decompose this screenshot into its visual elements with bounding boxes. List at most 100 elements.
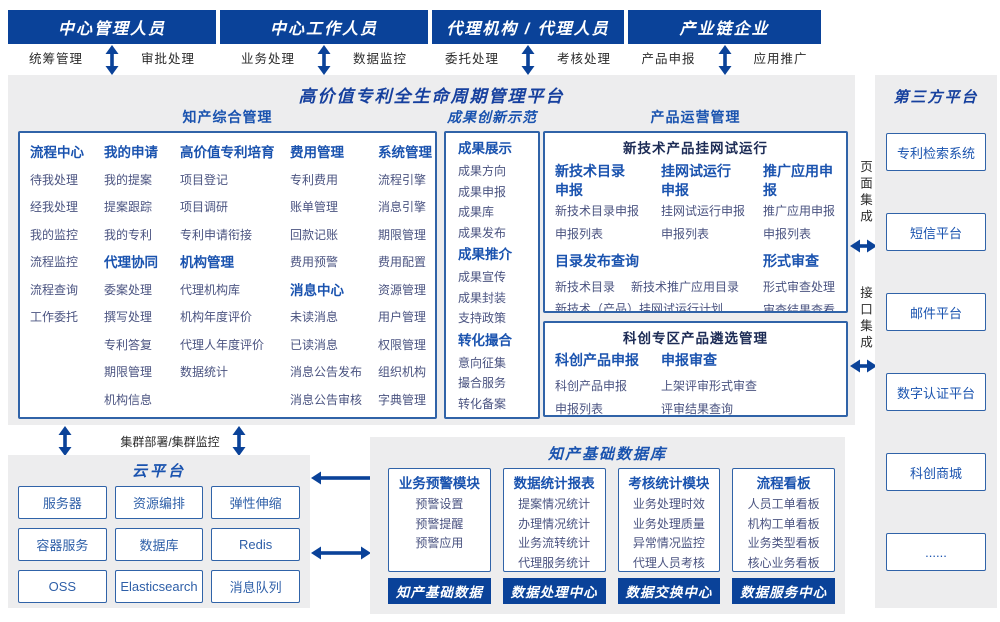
actor-role-left: 统筹管理 [28,52,83,66]
menu-item: 组织机构 [378,365,427,379]
menu-group-title: 费用管理 [290,145,344,160]
section-title: 知产综合管理 [182,109,273,125]
menu-group-title: 高价值专利培育 [180,145,275,160]
menu-item: 形式审查处理 [763,280,836,294]
data-center-bar: 数据服务中心 [732,578,835,604]
menu-item: 专利申请衔接 [180,227,253,242]
menu-item: 成果宣传 [458,270,507,284]
module-item-list: 业务处理时效业务处理质量异常情况监控代理人员考核 [619,495,720,571]
vertical-double-arrow-icon [317,45,331,75]
cloud-service-box: OSS [18,570,107,603]
menu-column: 挂网试运行 申报 挂网试运行申报申报列表 [661,162,763,246]
cloud-service-box: 消息队列 [211,570,300,603]
cloud-service-box: 资源编排 [114,486,204,519]
menu-item: 用户管理 [378,310,427,324]
menu-item-list: 我的提案提案跟踪我的专利 [104,167,180,250]
subsection-title: 新技术产品挂网试运行 [623,141,768,156]
module-title: 业务预警模块 [398,476,480,491]
module-title: 数据统计报表 [513,476,595,491]
menu-item: 专利答复 [104,337,153,352]
menu-column: 流程中心 待我处理经我处理我的监控流程监控流程查询工作委托 [30,139,104,414]
module-item-list: 预警设置预警提醒预警应用 [389,495,490,554]
menu-item: 机构信息 [104,392,153,407]
menu-item: 账单管理 [290,200,339,214]
module-item: 机构工单看板 [747,516,820,531]
menu-group-title: 流程中心 [30,145,84,160]
subsection-title: 科创专区产品遴选管理 [623,331,768,346]
module-item: 办理情况统计 [518,516,591,531]
vertical-double-arrow-icon [718,45,731,75]
menu-item: 成果申报 [458,184,507,199]
module-item: 预警提醒 [415,516,464,531]
actor-center-managers: 中心管理人员 统筹管理 审批处理 [8,10,216,75]
menu-item: 成果发布 [458,225,507,240]
menu-item-list: 代理机构库机构年度评价代理人年度评价数据统计 [180,277,290,387]
menu-item: 申报列表 [763,227,812,241]
actor-center-staff: 中心工作人员 业务处理 数据监控 [220,10,428,75]
menu-item-list: 形式审查处理审查结果查看 [763,276,836,313]
menu-item: 支持政策 [458,311,507,325]
database-module: 业务预警模块 预警设置预警提醒预警应用 知产基础数据 [388,468,491,604]
api-integration-label: 接口集成 [858,286,872,352]
menu-item: 消息公告审核 [290,392,363,407]
menu-item-list: 委案处理撰写处理专利答复期限管理机构信息 [104,277,180,415]
menu-column: 我的申请 我的提案提案跟踪我的专利 代理协同 委案处理撰写处理专利答复期限管理机… [104,139,180,414]
menu-group-title: 挂网试运行 申报 [661,163,731,198]
menu-item: 新技术推广应用目录 [631,280,740,294]
menu-item-list: 专利费用账单管理回款记账费用预警 [290,167,378,277]
menu-item-list: 挂网试运行申报申报列表 [661,200,763,246]
third-party-panel: 第三方平台 专利检索系统短信平台邮件平台数字认证平台科创商城...... [875,75,997,608]
menu-group-title: 代理协同 [104,255,158,270]
menu-item: 新技术（产品）挂网试运行计划 [555,302,724,313]
module-item: 业务处理质量 [632,516,705,531]
menu-item: 机构年度评价 [180,310,253,324]
menu-item: 数据统计 [180,365,229,379]
menu-item-list: 科创产品申报申报列表 [555,375,661,415]
cloud-service-box: 数据库 [114,528,204,561]
database-panel: 知产基础数据库 业务预警模块 预警设置预警提醒预警应用 知产基础数据 数据统计报… [370,437,845,614]
menu-item: 费用预警 [290,255,339,269]
menu-item: 委案处理 [104,282,153,297]
actor-role-left: 产品申报 [641,52,696,66]
menu-item-list: 意向征集撮合服务转化备案 [458,353,538,415]
menu-item: 撰写处理 [104,310,153,324]
menu-item-list: 待我处理经我处理我的监控流程监控流程查询工作委托 [30,167,104,332]
menu-item: 上架评审形式审查 [661,379,758,393]
third-party-system-box: 短信平台 [886,213,986,251]
module-item: 人员工单看板 [747,497,820,511]
menu-column: 科创产品申报 科创产品申报申报列表 [555,351,661,415]
menu-group-title: 系统管理 [378,145,432,160]
actor-role-right: 数据监控 [353,52,408,66]
menu-column: 高价值专利培育 项目登记项目调研专利申请衔接 机构管理 代理机构库机构年度评价代… [180,139,290,414]
menu-column: 形式审查 形式审查处理审查结果查看 [763,252,836,313]
third-party-list: 专利检索系统短信平台邮件平台数字认证平台科创商城...... [875,133,997,571]
menu-group-title: 机构管理 [180,255,234,270]
actor-agencies: 代理机构 / 代理人员 委托处理 考核处理 [432,10,624,75]
menu-item-list: 成果宣传成果封装支持政策 [458,267,538,329]
menu-group-title: 科创产品申报 [555,352,639,368]
menu-item: 代理人年度评价 [180,337,265,352]
menu-item: 提案跟踪 [104,200,153,214]
menu-item: 审查结果查看 [763,303,836,313]
menu-group-title: 我的申请 [104,145,158,160]
menu-item: 已读消息 [290,337,339,352]
module-item: 业务类型看板 [747,536,820,550]
cloud-service-box: 容器服务 [18,528,107,561]
menu-item: 资源管理 [378,282,427,297]
menu-item: 项目调研 [180,200,229,214]
menu-item: 成果库 [458,205,495,219]
module-item-list: 人员工单看板机构工单看板业务类型看板核心业务看板 [733,495,834,571]
section-product-operation: 产品运营管理 新技术产品挂网试运行 新技术目录 申报 新技术目录申报申报列表 挂… [543,107,848,417]
menu-item: 期限管理 [378,227,427,242]
double-arrow-icon [850,359,877,373]
menu-column: 系统管理 流程引擎消息引擎期限管理费用配置资源管理用户管理权限管理组织机构字典管… [378,139,435,414]
menu-item-list: 推广应用申报申报列表 [763,200,836,246]
menu-item: 回款记账 [290,227,339,242]
module-item: 预警应用 [415,536,464,550]
menu-group-title: 新技术目录 申报 [555,163,625,198]
actor-role-right: 应用推广 [753,52,808,66]
cluster-deploy-label: 集群部署/集群监控 [120,435,220,449]
actor-role-right: 审批处理 [141,52,196,66]
menu-item: 经我处理 [30,200,79,214]
menu-item: 科创产品申报 [555,379,628,393]
